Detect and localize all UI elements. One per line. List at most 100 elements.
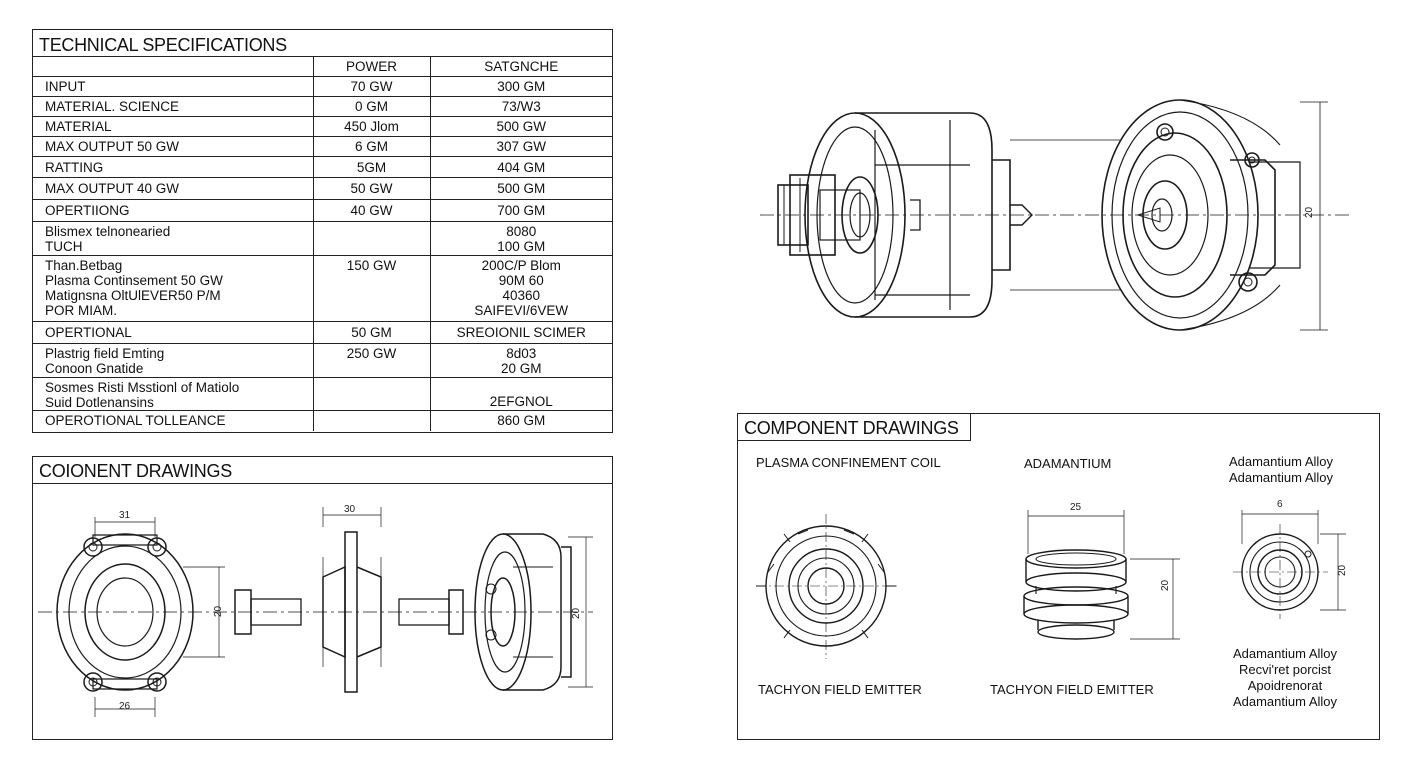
drum-dim-side: 20 [571, 607, 582, 619]
row-value: 73/W3 [429, 96, 612, 117]
adamantium-alloy-caption: Adamantium Alloy Recvi'ret porcist Apoid… [1232, 646, 1338, 709]
coil-centerline [756, 514, 898, 659]
row-value: 860 GM [429, 410, 612, 431]
spec-header-power: POWER [312, 56, 430, 77]
component-drawings-right-title: COMPONENT DRAWINGS [744, 418, 959, 438]
row-power: 6 GM [312, 136, 430, 157]
row-power: 0 GM [312, 96, 430, 117]
row-label: MAX OUTPUT 40 GW [33, 177, 313, 200]
row-label: Than.Betbag Plasma Continsement 50 GW Ma… [33, 255, 313, 322]
adamantium-spool-drawing [1023, 549, 1129, 640]
bolt-drawing [234, 589, 302, 635]
row-power [312, 221, 430, 256]
row-power: 50 GW [312, 177, 430, 200]
row-value: 500 GM [429, 177, 612, 200]
table-row: OPERTIONAL 50 GM SREOIONIL SCIMER [33, 321, 612, 344]
table-row: Sosmes Risti Msstionl of Matiolo Suid Do… [33, 377, 612, 411]
tachyon-emitter-caption-1: TACHYON FIELD EMITTER [758, 682, 922, 697]
row-power: 5GM [312, 156, 430, 178]
table-row: MATERIAL 450 Jlom 500 GW [33, 116, 612, 137]
hero-dimension-label: 20 [1304, 206, 1315, 218]
row-label: MAX OUTPUT 50 GW [33, 136, 313, 157]
housing-dim-side: 20 [213, 605, 224, 617]
flange-dimensions [322, 507, 382, 527]
ring-dimensions [1241, 510, 1346, 611]
plasma-coil-label: PLASMA CONFINEMENT COIL [756, 455, 941, 470]
housing-dim-bottom: 26 [119, 701, 131, 712]
row-value: 8d03 20 GM [429, 343, 612, 378]
leader-lines [1010, 139, 1120, 291]
row-label: MATERIAL. SCIENCE [33, 96, 313, 117]
row-power: 50 GM [312, 321, 430, 344]
row-label: OPERTIONAL [33, 321, 313, 344]
housing-dim-top: 31 [119, 510, 131, 521]
table-row: OPEROTIONAL TOLLEANCE 860 GM [33, 410, 612, 431]
row-power: 40 GW [312, 199, 430, 222]
row-label: Sosmes Risti Msstionl of Matiolo Suid Do… [33, 377, 313, 411]
table-row: MAX OUTPUT 40 GW 50 GW 500 GM [33, 177, 612, 200]
spec-header-value: SATGNCHE [429, 56, 612, 77]
spec-title: TECHNICAL SPECIFICATIONS [39, 35, 287, 55]
row-value: 8080 100 GM [429, 221, 612, 256]
spec-table: POWER SATGNCHE INPUT 70 GW 300 GM MATERI… [33, 56, 612, 431]
row-power: 250 GW [312, 343, 430, 378]
hero-dimension [1300, 101, 1328, 331]
flange-disk-drawing [1101, 99, 1301, 331]
component-drawings-left-panel: COIONENT DRAWINGS 31 26 20 [32, 456, 613, 740]
housing-front-view [56, 533, 194, 692]
row-value: 500 GW [429, 116, 612, 137]
component-drawings-right-panel: COMPONENT DRAWINGS PLASMA CONFINEMENT CO… [737, 413, 1380, 740]
row-power [312, 410, 430, 431]
row-label: OPERTIIONG [33, 199, 313, 222]
row-value: SREOIONIL SCIMER [429, 321, 612, 344]
drum-dimensions [568, 536, 593, 688]
flange-dim-top: 30 [344, 504, 356, 515]
row-label: RATTING [33, 156, 313, 178]
tachyon-emitter-caption-2: TACHYON FIELD EMITTER [990, 682, 1154, 697]
technical-specifications-panel: TECHNICAL SPECIFICATIONS POWER SATGNCHE … [32, 29, 613, 433]
shaft-drawing [398, 589, 464, 635]
component-drawings-left-title: COIONENT DRAWINGS [39, 461, 232, 481]
spec-header-row: POWER SATGNCHE [33, 56, 612, 77]
hero-assembly-drawing: 20 [760, 99, 1350, 331]
table-row: Than.Betbag Plasma Continsement 50 GW Ma… [33, 255, 612, 322]
drum-perspective-view [474, 533, 572, 691]
spec-header-label [33, 56, 313, 77]
row-value: 700 GM [429, 199, 612, 222]
table-row: RATTING 5GM 404 GM [33, 156, 612, 178]
right-component-drawings: 25 20 6 20 [756, 499, 1348, 659]
table-row: Blismex telnonearied TUCH 8080 100 GM [33, 221, 612, 256]
left-component-drawings: 31 26 20 30 [38, 504, 593, 717]
row-value: 2EFGNOL [429, 377, 612, 411]
row-label: Blismex telnonearied TUCH [33, 221, 313, 256]
row-power: 70 GW [312, 76, 430, 97]
row-value: 404 GM [429, 156, 612, 178]
title-divider [738, 440, 970, 441]
adamantium-label: ADAMANTIUM [1024, 456, 1112, 471]
table-row: MATERIAL. SCIENCE 0 GM 73/W3 [33, 96, 612, 117]
row-label: Plastrig field Emting Conoon Gnatide [33, 343, 313, 378]
row-label: INPUT [33, 76, 313, 97]
flange-side-view [322, 531, 382, 693]
title-divider-vertical [970, 414, 971, 441]
adamantium-alloy-label: Adamantium Alloy Adamantium Alloy [1228, 454, 1334, 485]
spool-dim-side: 20 [1160, 579, 1171, 591]
table-row: MAX OUTPUT 50 GW 6 GM 307 GW [33, 136, 612, 157]
row-label: OPEROTIONAL TOLLEANCE [33, 410, 313, 431]
row-value: 200C/P Blom 90M 60 40360 SAIFEVI/6VEW [429, 255, 612, 322]
row-power: 150 GW [312, 255, 430, 322]
row-power [312, 377, 430, 411]
row-value: 300 GM [429, 76, 612, 97]
table-row: INPUT 70 GW 300 GM [33, 76, 612, 97]
spool-dimensions [1027, 510, 1180, 640]
spool-dim-top: 25 [1070, 502, 1082, 513]
row-value: 307 GW [429, 136, 612, 157]
ring-centerline [1233, 524, 1328, 619]
table-row: OPERTIIONG 40 GW 700 GM [33, 199, 612, 222]
table-row: Plastrig field Emting Conoon Gnatide 250… [33, 343, 612, 378]
row-power: 450 Jlom [312, 116, 430, 137]
row-label: MATERIAL [33, 116, 313, 137]
ring-dim-side: 20 [1337, 564, 1348, 576]
ring-dim-top: 6 [1277, 499, 1283, 510]
title-divider [33, 483, 612, 484]
